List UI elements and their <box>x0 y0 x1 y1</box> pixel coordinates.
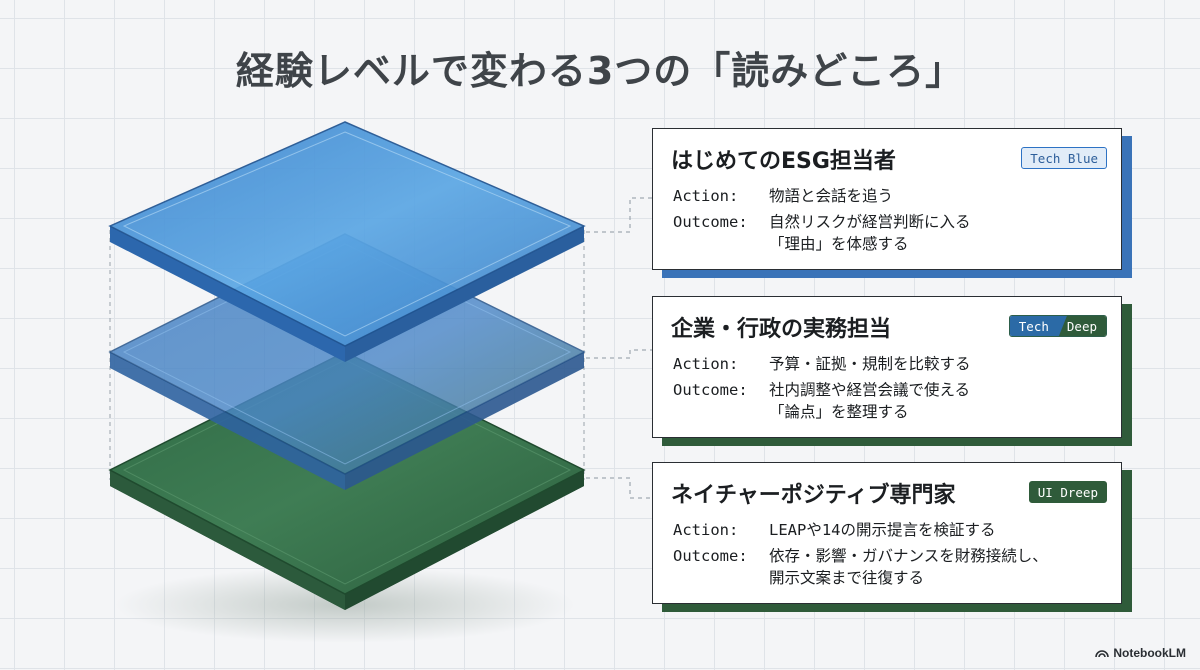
card-connectors <box>586 197 652 499</box>
outcome-row: Outcome: 依存・影響・ガバナンスを財務接続し、 開示文案まで往復する <box>673 545 1048 589</box>
card-beginner: はじめてのESG担当者 Tech Blue Action: 物語と会話を追う Ou… <box>652 128 1122 270</box>
logo-text: NotebookLM <box>1113 646 1186 660</box>
outcome-value: 社内調整や経営会議で使える 「論点」を整理する <box>769 381 971 421</box>
action-value: LEAPや14の開示提言を検証する <box>769 521 996 539</box>
outcome-value: 自然リスクが経営判断に入る 「理由」を体感する <box>769 213 971 253</box>
notebooklm-logo: NotebookLM <box>1095 646 1186 660</box>
outcome-value: 依存・影響・ガバナンスを財務接続し、 開示文案まで往復する <box>769 547 1048 587</box>
outcome-label: Outcome: <box>673 381 748 399</box>
action-label: Action: <box>673 187 739 205</box>
outcome-label: Outcome: <box>673 213 748 231</box>
top-blue-layer <box>108 121 586 362</box>
card-title: 企業・行政の実務担当 <box>671 317 892 342</box>
tag-badge: UI Dreep <box>1028 481 1107 503</box>
action-row: Action: 予算・証拠・規制を比較する <box>673 353 971 375</box>
action-label: Action: <box>673 521 739 539</box>
tag-badge: Tech Blue <box>1021 147 1107 169</box>
outcome-row: Outcome: 社内調整や経営会議で使える 「論点」を整理する <box>673 379 970 423</box>
tag-badge: Tech Deep <box>1008 315 1107 337</box>
outcome-row: Outcome: 自然リスクが経営判断に入る 「理由」を体感する <box>673 211 971 255</box>
action-row: Action: LEAPや14の開示提言を検証する <box>673 519 996 541</box>
card-practitioner: 企業・行政の実務担当 Tech Deep Action: 予算・証拠・規制を比較す… <box>652 296 1122 438</box>
action-row: Action: 物語と会話を追う <box>673 185 893 207</box>
card-expert: ネイチャーポジティブ専門家 UI Dreep Action: LEAPや14の開示… <box>652 462 1122 604</box>
action-label: Action: <box>673 355 739 373</box>
notebooklm-icon <box>1095 650 1110 658</box>
action-value: 物語と会話を追う <box>769 187 894 205</box>
page-title: 経験レベルで変わる3つの「読みどころ」 <box>235 49 965 93</box>
card-title: はじめてのESG担当者 <box>671 149 896 174</box>
tag-part-b: Deep <box>1056 316 1106 336</box>
action-value: 予算・証拠・規制を比較する <box>769 355 971 373</box>
outcome-label: Outcome: <box>673 547 748 565</box>
card-title: ネイチャーポジティブ専門家 <box>671 483 956 508</box>
tag-part-a: Tech <box>1009 316 1067 336</box>
